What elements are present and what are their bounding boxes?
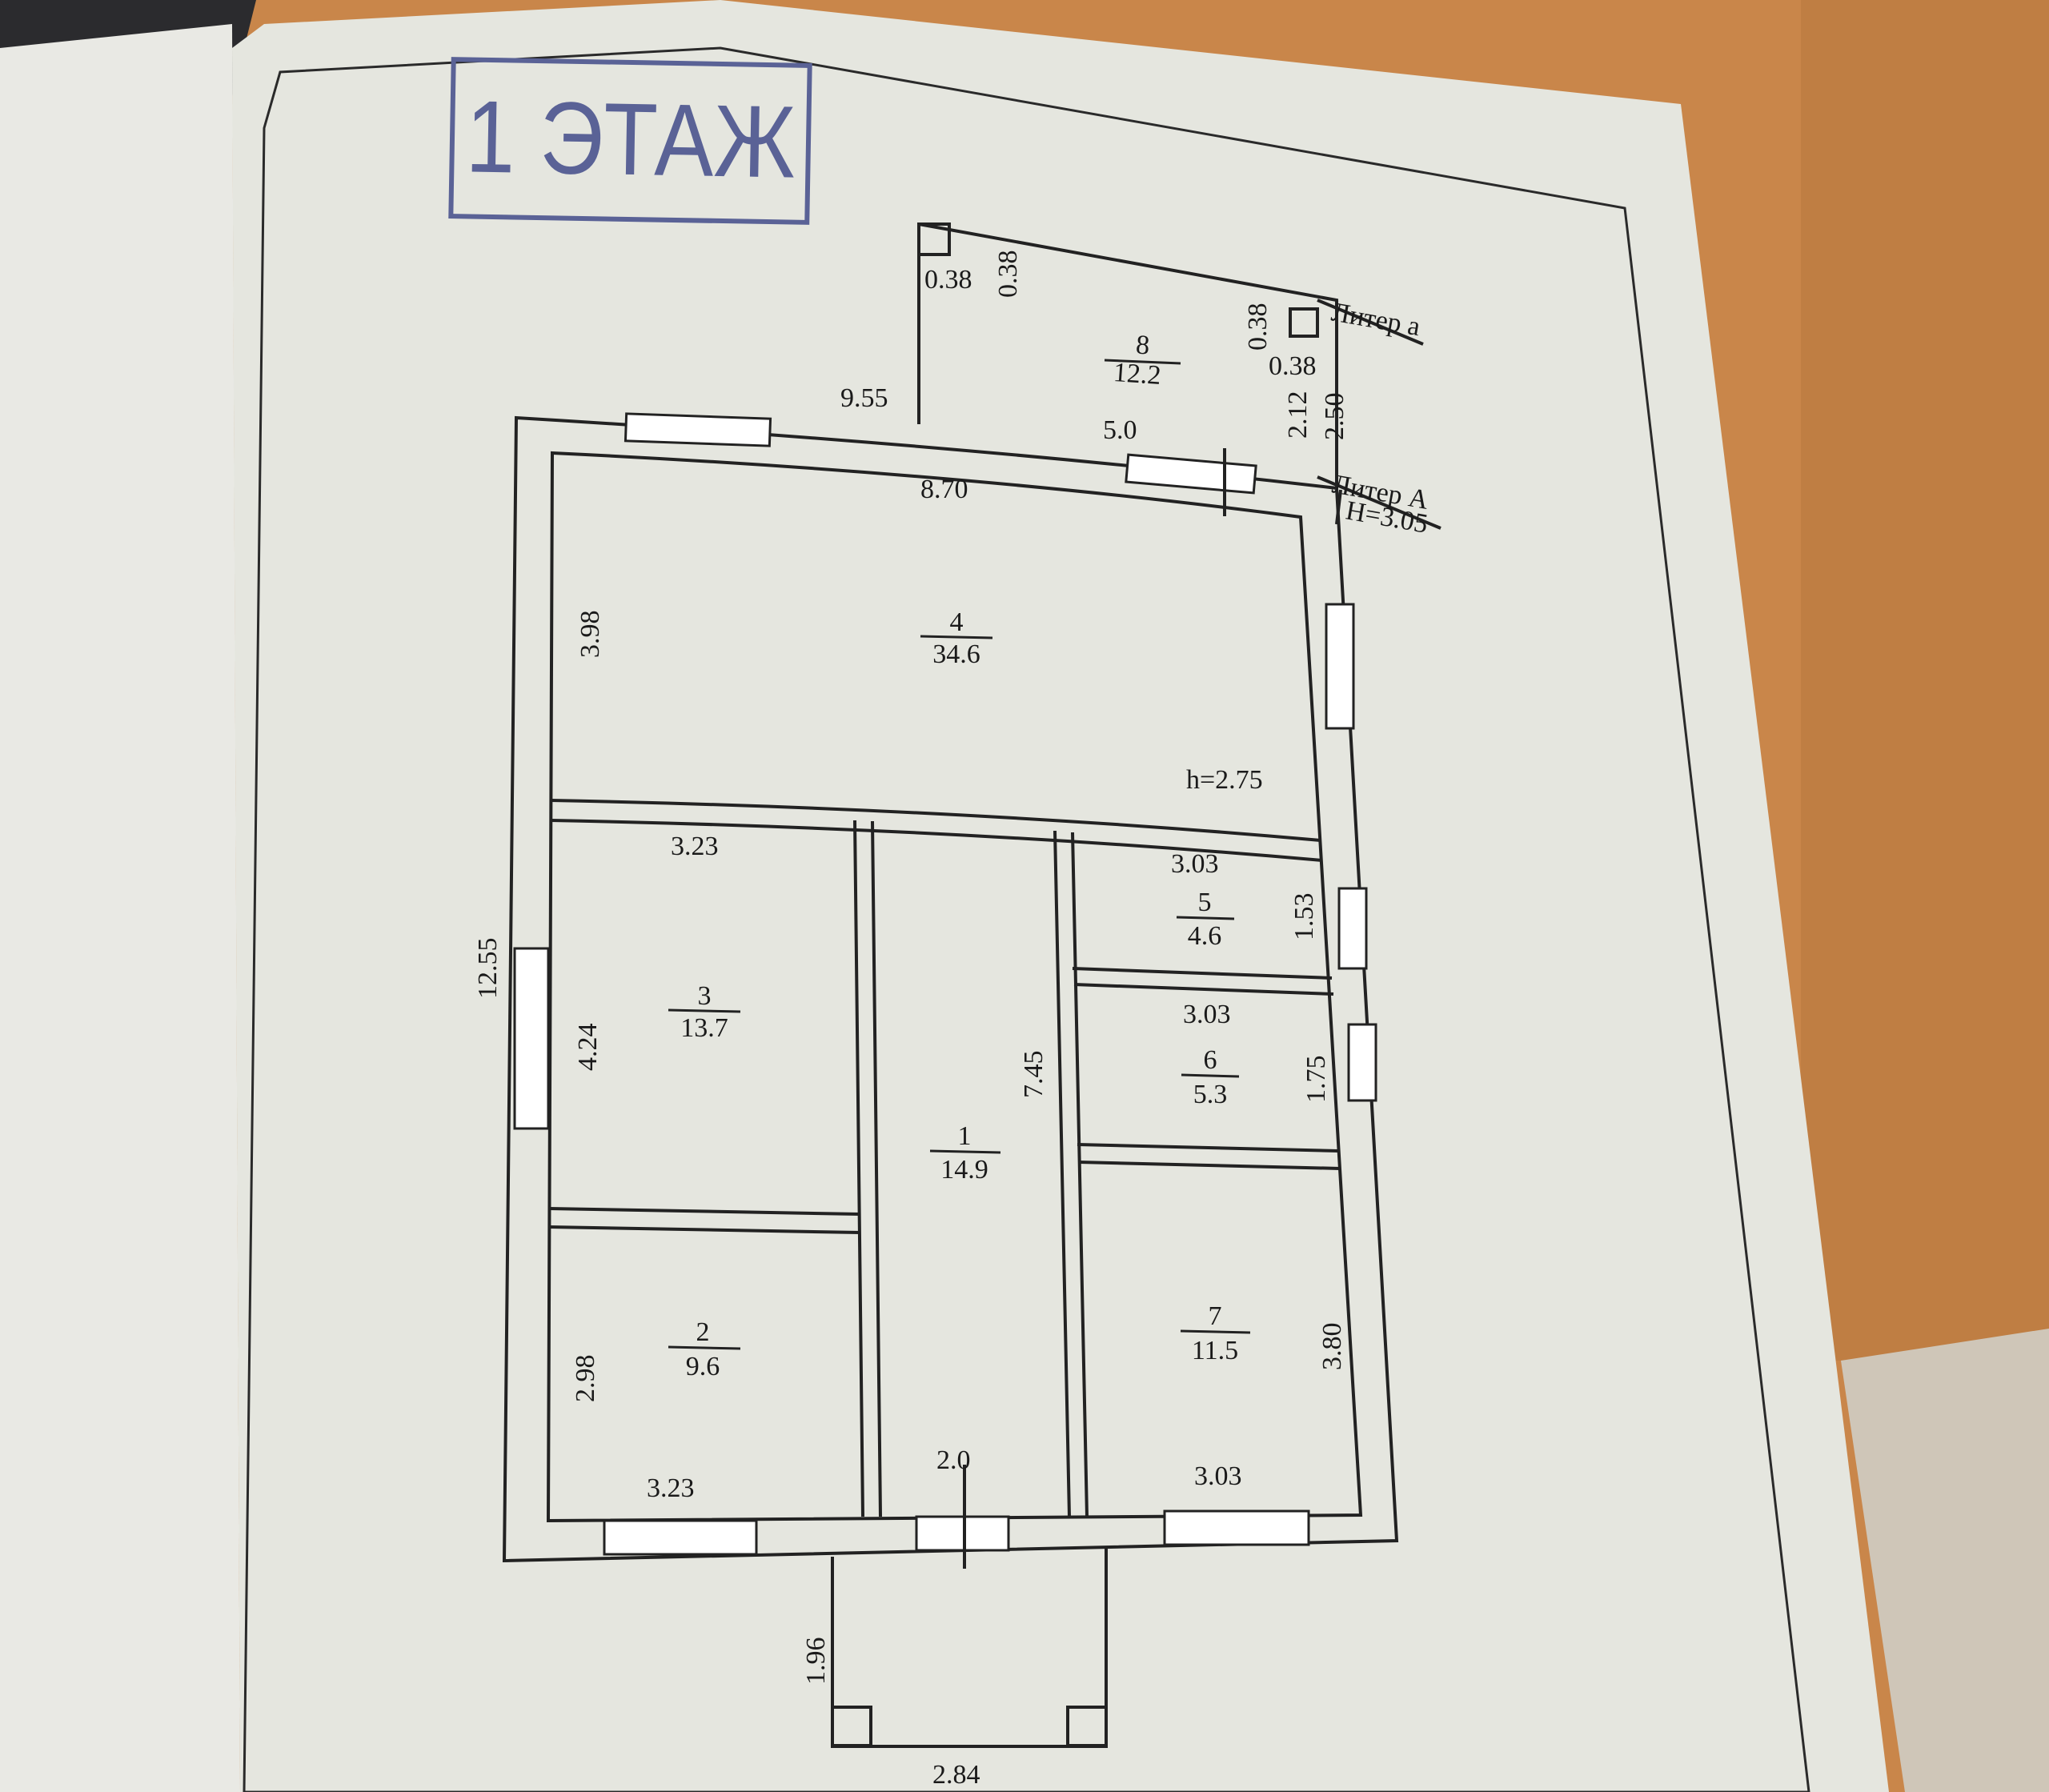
- room-area: 14.9: [940, 1155, 988, 1185]
- dim-0-38-a: 0.38: [924, 265, 972, 295]
- room-8-label: 8 12.2: [1104, 330, 1181, 391]
- dim-9-55: 9.55: [840, 383, 888, 413]
- room-number: 1: [958, 1121, 972, 1151]
- dim-3-03-c: 3.03: [1194, 1461, 1242, 1491]
- dim-3-23-a: 3.23: [671, 832, 719, 861]
- room-area: 4.6: [1188, 921, 1222, 951]
- room-number: 2: [696, 1317, 710, 1347]
- dim-12-55: 12.55: [473, 938, 503, 1000]
- dim-3-03-a: 3.03: [1171, 849, 1219, 879]
- room-area: 5.3: [1193, 1080, 1228, 1109]
- room-3-label: 3 13.7: [668, 981, 741, 1043]
- room-area: 34.6: [932, 639, 980, 669]
- room-4-label: 4 34.6: [920, 607, 993, 669]
- dim-2-12: 2.12: [1283, 391, 1313, 439]
- room-labels: 8 12.2 4 34.6 3 13.7 1 14.9 2 9.6 5 4.6: [668, 330, 1251, 1381]
- room-area: 13.7: [680, 1013, 728, 1043]
- room-area: 12.2: [1113, 358, 1162, 391]
- dim-2-84: 2.84: [932, 1760, 980, 1790]
- dimension-labels: 0.38 0.38 0.38 0.38 9.55 5.0 2.12 2.50 8…: [473, 251, 1349, 1790]
- dim-3-98: 3.98: [575, 611, 605, 659]
- stamp-text: 1 ЭТАЖ: [465, 79, 796, 199]
- dim-0-38-c: 0.38: [1243, 303, 1273, 351]
- dim-3-23-b: 3.23: [647, 1473, 695, 1503]
- room-number: 8: [1135, 330, 1151, 360]
- room-1-label: 1 14.9: [929, 1121, 1001, 1185]
- room-5-label: 5 4.6: [1176, 888, 1235, 951]
- dim-1-53: 1.53: [1289, 893, 1319, 941]
- room-7-label: 7 11.5: [1180, 1301, 1251, 1365]
- room-number: 6: [1204, 1045, 1217, 1075]
- dim-0-38-d: 0.38: [1269, 351, 1317, 381]
- room-area: 9.6: [686, 1352, 720, 1381]
- dim-4-24: 4.24: [573, 1024, 603, 1072]
- dim-1-75: 1.75: [1301, 1056, 1331, 1104]
- dim-3-80: 3.80: [1317, 1323, 1347, 1371]
- dim-8-70: 8.70: [920, 475, 968, 504]
- wood-shadow: [1801, 0, 2049, 1361]
- dim-2-50: 2.50: [1320, 393, 1349, 441]
- windows: [513, 412, 1377, 1569]
- dim-3-03-b: 3.03: [1183, 1000, 1231, 1029]
- room-6-label: 6 5.3: [1181, 1045, 1240, 1109]
- room-number: 4: [950, 607, 964, 637]
- ceiling-height-label: h=2.75: [1186, 765, 1263, 795]
- dim-7-45: 7.45: [1019, 1051, 1049, 1099]
- room-area: 11.5: [1192, 1336, 1238, 1365]
- dim-1-96: 1.96: [801, 1638, 831, 1686]
- room-2-label: 2 9.6: [668, 1317, 741, 1381]
- dim-0-38-b: 0.38: [993, 251, 1023, 299]
- floor-stamp: 1 ЭТАЖ: [448, 57, 812, 225]
- dim-5-0: 5.0: [1103, 415, 1137, 445]
- room-number: 5: [1198, 888, 1212, 917]
- rug: [1841, 1329, 2049, 1792]
- room-number: 7: [1209, 1301, 1222, 1331]
- dim-2-0: 2.0: [936, 1445, 971, 1475]
- room-number: 3: [698, 981, 712, 1011]
- page-border: [243, 46, 1810, 1792]
- page: [232, 0, 1889, 1792]
- dim-2-98: 2.98: [571, 1355, 600, 1403]
- left-page: [0, 24, 240, 1792]
